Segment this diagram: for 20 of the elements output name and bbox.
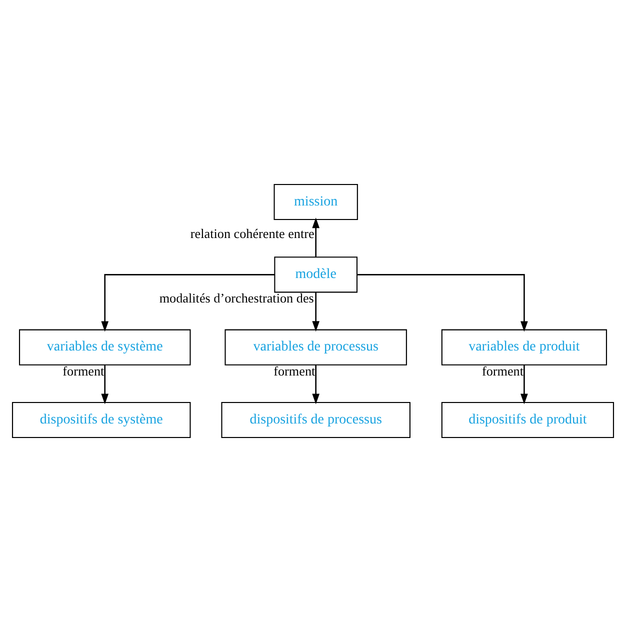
node-box: variables de produit <box>441 328 607 365</box>
node-box: variables de processus <box>224 328 407 365</box>
arrow <box>101 274 275 332</box>
node-box: dispositifs de processus <box>221 401 410 438</box>
arrow <box>312 364 320 404</box>
arrow <box>101 364 109 404</box>
edge-label: forment <box>274 362 316 378</box>
edge-label: forment <box>62 362 104 378</box>
arrow <box>312 292 320 332</box>
node-box: mission <box>274 183 358 220</box>
arrow <box>312 217 320 256</box>
edge-label: forment <box>482 362 524 378</box>
node-box: dispositifs de produit <box>441 401 614 438</box>
node-box: modèle <box>274 256 358 292</box>
arrow <box>520 364 528 404</box>
edge-label: modalités d’orchestration des <box>159 290 314 306</box>
node-box: dispositifs de système <box>12 401 191 438</box>
arrow <box>357 274 528 332</box>
node-box: variables de système <box>19 328 191 365</box>
edge-label: relation cohérente entre <box>190 225 314 240</box>
